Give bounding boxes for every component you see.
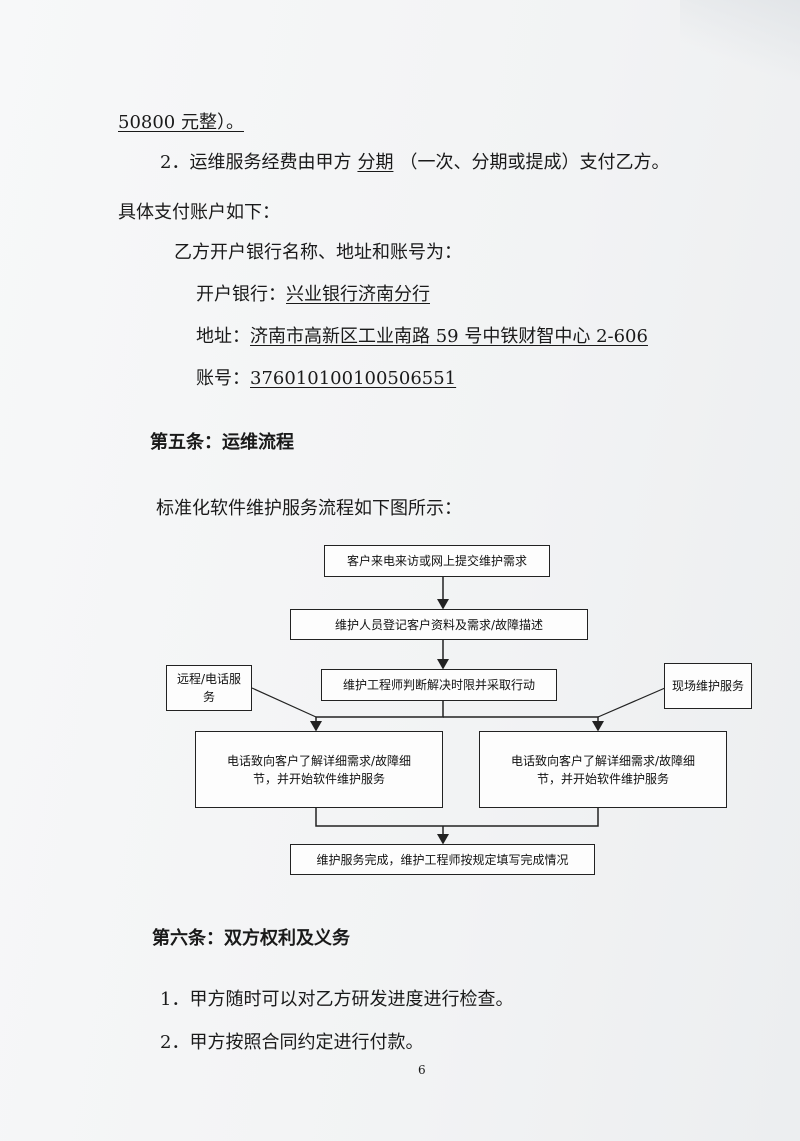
obligation-item-2: 2．甲方按照合同约定进行付款。: [160, 1032, 424, 1053]
bank-address-label: 地址：: [196, 326, 250, 347]
payment-mode: 分期: [357, 152, 394, 173]
payment-terms-suffix: （一次、分期或提成）支付乙方。: [399, 152, 670, 173]
remote-callout-line: [251, 687, 317, 718]
flow-step-complete: 维护服务完成，维护工程师按规定填写完成情况: [290, 844, 595, 875]
account-number-value: 376010100100506551: [250, 368, 457, 389]
bank-name-value: 兴业银行济南分行: [286, 284, 430, 305]
payment-terms-prefix: 2．运维服务经费由甲方: [160, 152, 352, 173]
arrow-step3-to-left: [310, 701, 444, 732]
flow-intro-line: 标准化软件维护服务流程如下图所示：: [156, 498, 462, 519]
bank-name-label: 开户银行：: [196, 284, 286, 305]
flow-action-remote: 电话致向客户了解详细需求/故障细节，并开始软件维护服务: [195, 731, 443, 808]
obligation-item-1: 1．甲方随时可以对乙方研发进度进行检查。: [160, 989, 514, 1010]
flow-step-request: 客户来电来访或网上提交维护需求: [324, 545, 550, 577]
bank-info-heading: 乙方开户银行名称、地址和账号为：: [174, 242, 462, 263]
arrow-step3-to-right: [443, 716, 604, 732]
flow-label-onsite: 现场维护服务: [664, 663, 752, 709]
bank-name-line: 开户银行：兴业银行济南分行: [196, 284, 430, 306]
flow-label-remote: 远程/电话服务: [166, 665, 252, 711]
flow-action-onsite: 电话致向客户了解详细需求/故障细节，并开始软件维护服务: [479, 731, 727, 808]
account-number-line: 账号：376010100100506551: [196, 368, 456, 390]
bank-address-line: 地址：济南市高新区工业南路 59 号中铁财智中心 2-606: [196, 326, 648, 348]
flow-step-judge: 维护工程师判断解决时限并采取行动: [321, 669, 557, 701]
merge-connector: [315, 808, 599, 827]
payment-terms-line: 2．运维服务经费由甲方分期（一次、分期或提成）支付乙方。: [160, 152, 669, 174]
account-intro-line: 具体支付账户如下：: [118, 202, 280, 223]
page-fold-shadow: [680, 0, 800, 80]
page-number: 6: [418, 1063, 426, 1077]
bank-address-value: 济南市高新区工业南路 59 号中铁财智中心 2-606: [250, 326, 648, 347]
onsite-callout-line: [597, 687, 666, 718]
section-6-heading: 第六条：双方权利及义务: [152, 928, 350, 949]
amount-line: 50800 元整）。: [118, 112, 244, 133]
section-5-heading: 第五条：运维流程: [150, 432, 294, 453]
flow-step-register: 维护人员登记客户资料及需求/故障描述: [290, 609, 588, 640]
account-number-label: 账号：: [196, 368, 250, 389]
